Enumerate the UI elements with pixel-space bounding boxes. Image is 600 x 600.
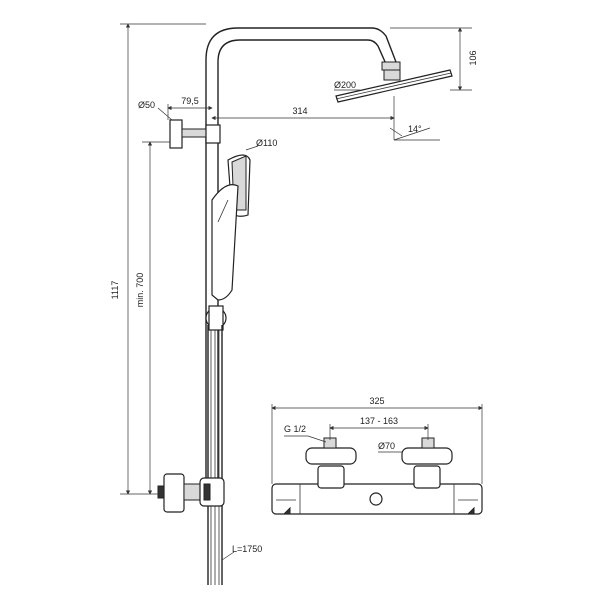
label-escutcheon-dia: Ø70 xyxy=(378,441,395,451)
label-thread: G 1/2 xyxy=(284,424,306,434)
label-head-drop: 106 xyxy=(468,50,478,65)
dimension-thread: G 1/2 xyxy=(284,424,327,443)
riser-pipe xyxy=(205,27,397,480)
dimension-mixer-width: 325 xyxy=(271,396,483,484)
label-hose-length: L=1750 xyxy=(232,544,262,554)
dimension-wall-flange: Ø50 xyxy=(138,100,173,121)
dimension-overhead-dia: Ø200 xyxy=(334,80,360,91)
label-min-height: min. 700 xyxy=(135,273,145,308)
dimension-arm-projection: 314 xyxy=(211,96,395,140)
shower-holder xyxy=(205,305,227,331)
overhead-shower-head xyxy=(335,69,453,103)
dimension-head-drop: 106 xyxy=(390,27,478,91)
thermostatic-mixer xyxy=(271,437,483,515)
label-wall-offset: 79,5 xyxy=(181,96,199,106)
label-hand-shower-dia: Ø110 xyxy=(256,138,277,148)
bottom-wall-connection xyxy=(157,473,225,513)
shower-hose xyxy=(207,325,223,585)
dimension-inlet-centres: 137 - 163 xyxy=(329,416,429,440)
dimension-wall-offset: 79,5 xyxy=(167,96,213,120)
label-mixer-width: 325 xyxy=(369,396,384,406)
label-wall-flange: Ø50 xyxy=(138,100,155,110)
hand-shower xyxy=(211,154,251,301)
dimension-hand-shower-dia: Ø110 xyxy=(245,138,277,151)
top-wall-bracket xyxy=(169,119,221,149)
dimension-overall-height: 1117 xyxy=(110,23,206,495)
dimension-min-height: min. 700 xyxy=(135,141,170,495)
label-overhead-dia: Ø200 xyxy=(334,80,356,90)
overhead-connector xyxy=(381,61,401,81)
dimension-escutcheon-dia: Ø70 xyxy=(378,441,402,453)
label-tilt-angle: 14° xyxy=(408,124,422,134)
label-arm-projection: 314 xyxy=(292,106,307,116)
label-overall-height: 1117 xyxy=(110,281,120,300)
label-inlet-centres: 137 - 163 xyxy=(360,416,398,426)
dimension-hose-length: L=1750 xyxy=(221,544,262,561)
dimension-tilt-angle: 14° xyxy=(389,124,440,141)
